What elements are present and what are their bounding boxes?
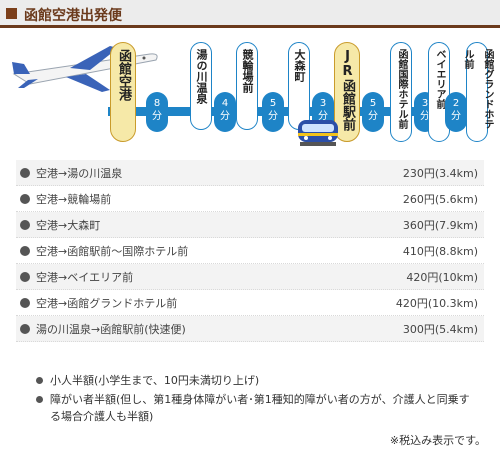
page-title: 函館空港出発便 bbox=[24, 8, 122, 24]
fare-route: 空港→競輪場前 bbox=[36, 192, 112, 206]
fare-row: 空港→ベイエリア前 420円(10km) bbox=[16, 264, 484, 290]
notes-list: 小人半額(小学生まで、10円未満切り上げ) 障がい者半額(但し、第1種身体障がい… bbox=[34, 372, 474, 427]
bullet-icon bbox=[20, 323, 30, 334]
bullet-icon bbox=[20, 219, 30, 230]
fare-price: 360円(7.9km) bbox=[402, 218, 478, 232]
page-header: 函館空港出発便 bbox=[0, 0, 500, 28]
stop-grand-hotel-mae: 函館グランドホテル前 bbox=[462, 42, 493, 142]
stop-keirinjo-mae: 競輪場前 bbox=[236, 42, 258, 130]
fare-route: 空港→ベイエリア前 bbox=[36, 270, 134, 284]
stop-yunokawa-onsen: 湯の川温泉 bbox=[190, 42, 212, 130]
fare-price: 420円(10km) bbox=[406, 270, 478, 284]
fare-price: 230円(3.4km) bbox=[402, 166, 478, 180]
fare-price: 420円(10.3km) bbox=[395, 296, 478, 310]
bullet-icon bbox=[20, 245, 30, 256]
square-bullet-icon bbox=[6, 8, 17, 19]
tax-note: ※税込み表示です。 bbox=[389, 434, 486, 447]
bullet-icon bbox=[20, 167, 30, 178]
fare-row: 空港→函館駅前～国際ホテル前 410円(8.8km) bbox=[16, 238, 484, 264]
stop-bayarea-mae: ベイエリア前 bbox=[428, 42, 450, 142]
fare-row: 空港→競輪場前 260円(5.6km) bbox=[16, 186, 484, 212]
fare-route: 空港→湯の川温泉 bbox=[36, 166, 123, 180]
fare-price: 300円(5.4km) bbox=[402, 322, 478, 336]
stop-jr-hakodate-ekimae: JR函館駅前 bbox=[334, 42, 360, 142]
fare-row: 湯の川温泉→函館駅前(快速便) 300円(5.4km) bbox=[16, 316, 484, 342]
fare-row: 空港→大森町 360円(7.9km) bbox=[16, 212, 484, 238]
stop-omoricho: 大森町 bbox=[288, 42, 310, 130]
fare-route: 空港→函館グランドホテル前 bbox=[36, 296, 178, 310]
fare-table: 空港→湯の川温泉 230円(3.4km) 空港→競輪場前 260円(5.6km) 空… bbox=[16, 160, 484, 342]
bullet-icon bbox=[20, 297, 30, 308]
fare-row: 空港→湯の川温泉 230円(3.4km) bbox=[16, 160, 484, 186]
fare-route: 空港→大森町 bbox=[36, 218, 101, 232]
stop-hakodate-airport: 函館空港 bbox=[110, 42, 136, 142]
fare-route: 空港→函館駅前～国際ホテル前 bbox=[36, 244, 189, 258]
airplane-icon bbox=[12, 46, 158, 92]
train-icon bbox=[298, 120, 338, 146]
fare-price: 260円(5.6km) bbox=[402, 192, 478, 206]
bullet-icon bbox=[20, 271, 30, 282]
fare-row: 空港→函館グランドホテル前 420円(10.3km) bbox=[16, 290, 484, 316]
fare-price: 410円(8.8km) bbox=[402, 244, 478, 258]
stop-kokusai-hotel-mae: 函館国際ホテル前 bbox=[390, 42, 412, 142]
note-child-fare: 小人半額(小学生まで、10円未満切り上げ) bbox=[34, 372, 474, 389]
note-disability-fare: 障がい者半額(但し、第1種身体障がい者･第1種知的障がい者の方が、介護人と同乗す… bbox=[34, 391, 474, 425]
bullet-icon bbox=[20, 193, 30, 204]
fare-route: 湯の川温泉→函館駅前(快速便) bbox=[36, 322, 186, 336]
